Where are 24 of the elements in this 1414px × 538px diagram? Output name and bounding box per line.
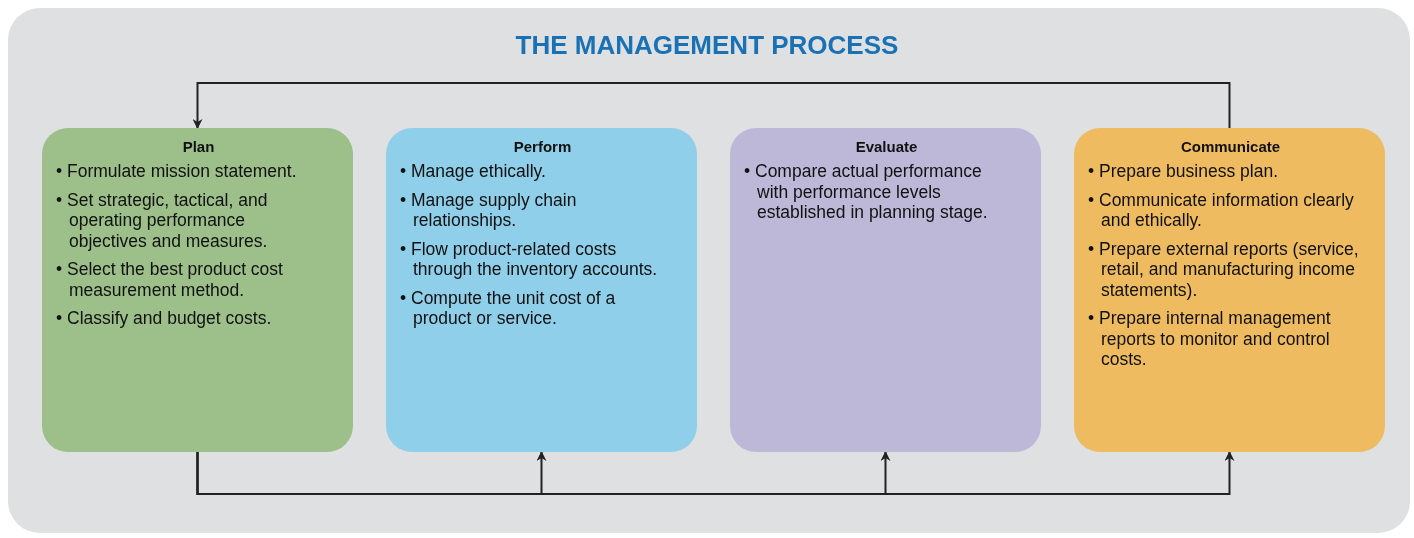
bullet-item: • Classify and budget costs.: [56, 308, 273, 329]
bullet-item: • Flow product-related costs through the inventory accounts.: [400, 238, 659, 280]
bullet-item: • Select the best product cost measurement method.: [56, 259, 284, 300]
bullet-item: • Set strategic, tactical, and operating performance objectives and measures.: [56, 189, 269, 251]
stage-heading: Perform: [512, 138, 573, 155]
stage-heading: Communicate: [1179, 138, 1282, 155]
stage-heading: Evaluate: [854, 138, 919, 155]
stage-box: [42, 128, 353, 452]
bullet-item: • Formulate mission statement.: [56, 161, 298, 182]
bullet-item: • Compute the unit cost of a product or service.: [400, 287, 617, 329]
connector-arrow: [196, 451, 1235, 495]
diagram-title: THE MANAGEMENT PROCESS: [514, 30, 900, 61]
stage-box: [1074, 128, 1385, 452]
stage-box: [730, 128, 1041, 452]
bullet-item: • Manage ethically.: [400, 161, 547, 182]
bullet-item: • Compare actual performance with performance levels established in planning stage.: [744, 161, 989, 223]
bullet-item: • Manage supply chain relationships.: [400, 189, 578, 231]
stage-box: [386, 128, 697, 452]
stage-heading: Plan: [181, 138, 216, 155]
bullet-item: • Prepare internal management reports to monitor and control costs.: [1088, 308, 1332, 370]
bullet-item: • Prepare external reports (service, retail, and manufacturing income statements).: [1088, 238, 1359, 300]
bullet-item: • Communicate information clearly and ethically.: [1088, 189, 1355, 231]
bullet-item: • Prepare business plan.: [1088, 161, 1279, 182]
connector-arrow: [192, 82, 1231, 129]
